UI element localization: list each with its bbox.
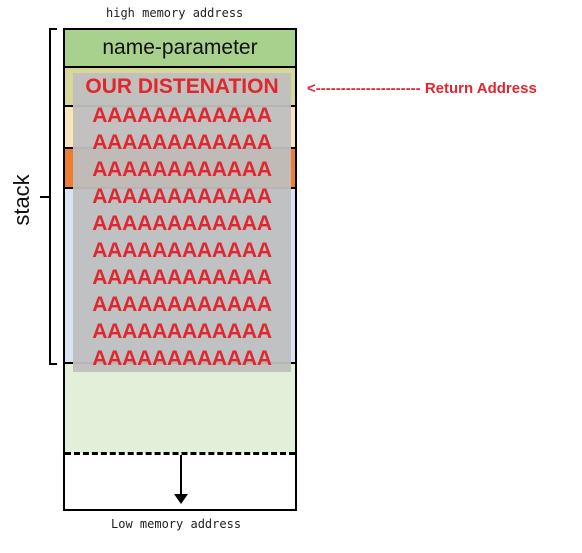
name-parameter-segment: name-parameter <box>65 30 295 68</box>
stack-brace <box>49 28 51 365</box>
free-space-segment <box>65 364 295 453</box>
payload-line: AAAAAAAAAAAA <box>92 320 272 343</box>
payload-title: OUR DISTENATION <box>85 75 279 98</box>
payload-line: AAAAAAAAAAAA <box>92 347 272 370</box>
down-arrow-icon <box>174 494 188 504</box>
payload-line: AAAAAAAAAAAA <box>92 185 272 208</box>
payload-line: AAAAAAAAAAAA <box>92 104 272 127</box>
stack-label: stack <box>9 174 34 226</box>
stack-limit-dashed-line <box>65 452 295 455</box>
payload-line: AAAAAAAAAAAA <box>92 266 272 289</box>
stack-brace-top <box>49 28 57 30</box>
stack-brace-bottom <box>49 363 57 365</box>
payload-line: AAAAAAAAAAAA <box>92 131 272 154</box>
payload-line: AAAAAAAAAAAA <box>92 239 272 262</box>
return-address-label: <--------------------- Return Address <box>307 80 537 97</box>
payload-lines: AAAAAAAAAAAA AAAAAAAAAAAA AAAAAAAAAAAA A… <box>73 102 291 372</box>
growth-arrow-line <box>180 455 182 497</box>
payload-line: AAAAAAAAAAAA <box>92 212 272 235</box>
payload-line: AAAAAAAAAAAA <box>92 158 272 181</box>
payload-overlay <box>73 73 291 372</box>
high-memory-address-label: high memory address <box>106 6 244 20</box>
stack-brace-tick <box>40 196 50 198</box>
low-memory-address-label: Low memory address <box>111 517 242 531</box>
payload-line: AAAAAAAAAAAA <box>92 293 272 316</box>
